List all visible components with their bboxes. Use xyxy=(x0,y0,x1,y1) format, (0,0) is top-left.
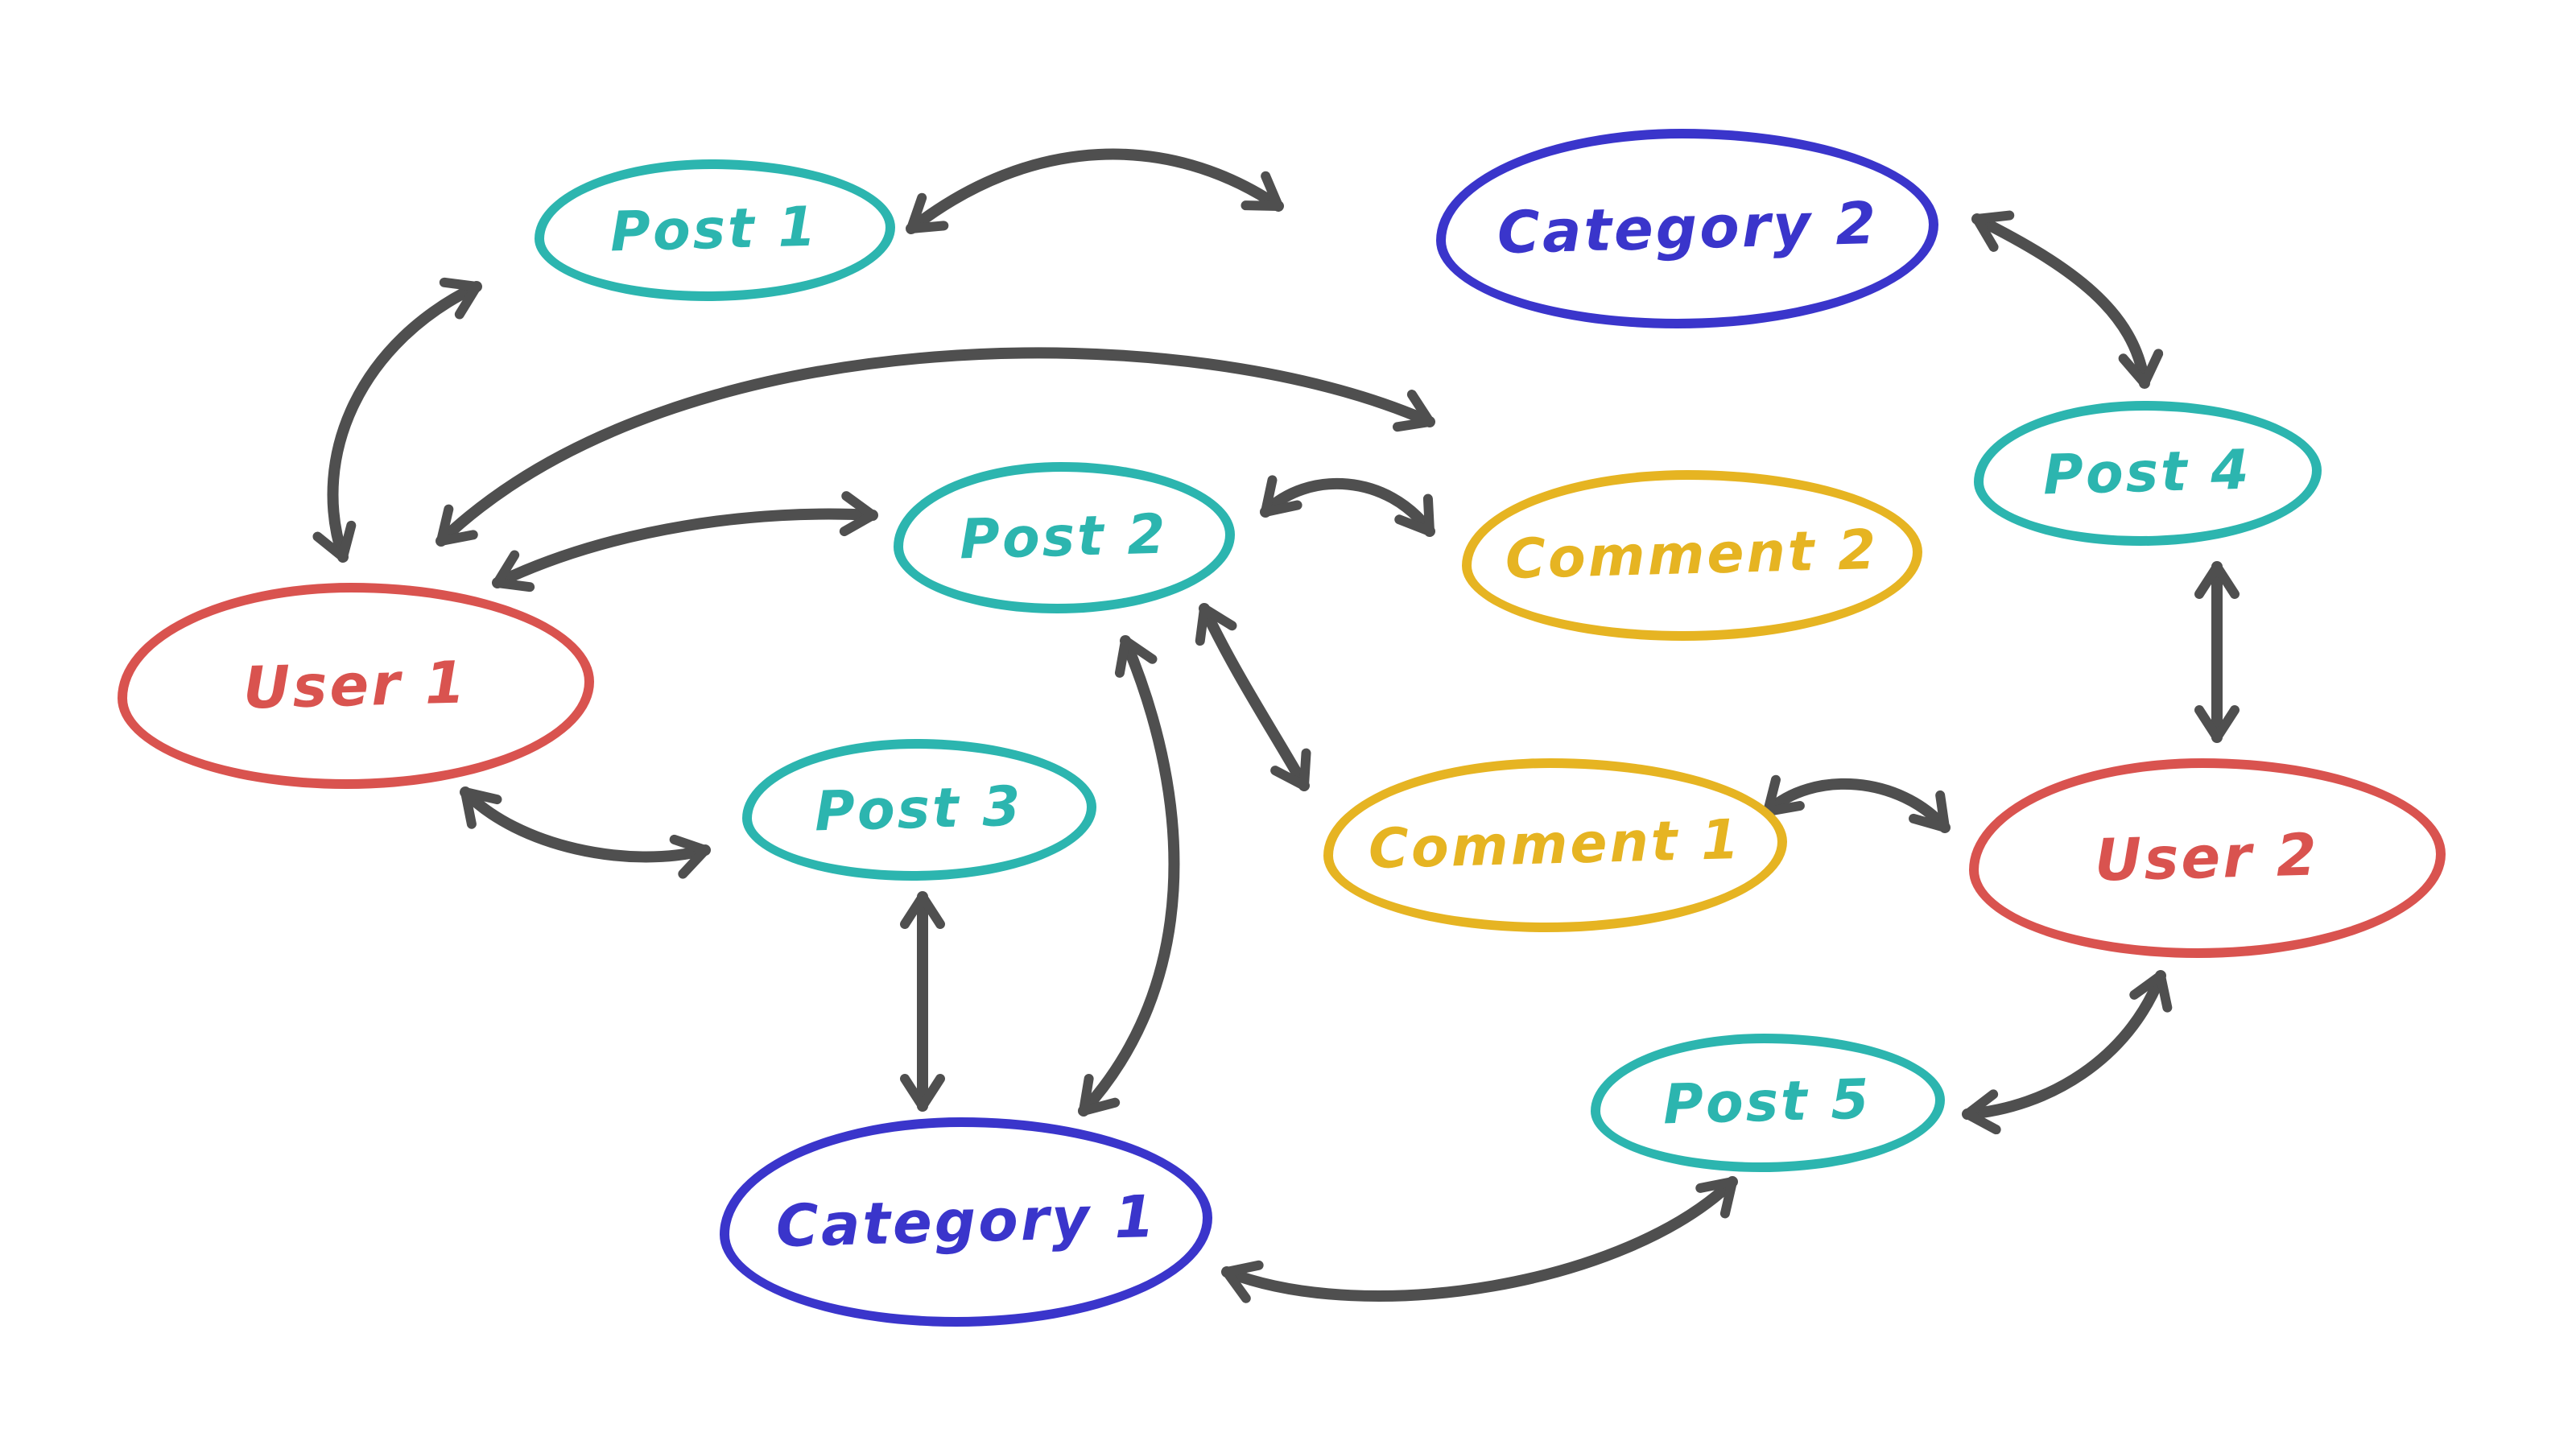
node-label: Comment 2 xyxy=(1505,518,1880,593)
edge-post2-comment2 xyxy=(1260,475,1435,537)
node-label: User 1 xyxy=(242,650,469,722)
node-label: Post 5 xyxy=(1662,1067,1873,1138)
node-label: Comment 1 xyxy=(1368,807,1743,883)
node-label: Category 2 xyxy=(1496,190,1879,267)
edge-category1-post5 xyxy=(1221,1176,1738,1303)
edge-post2-comment1 xyxy=(1195,603,1311,791)
node-label: Category 1 xyxy=(774,1183,1158,1261)
node-label: Post 4 xyxy=(2042,438,2253,509)
edge-category2-post4 xyxy=(1971,210,2164,389)
node-label: Post 1 xyxy=(609,195,820,266)
edge-post5-user2 xyxy=(1962,970,2173,1135)
edge-user1-post2 xyxy=(492,491,878,592)
edge-user1-comment2 xyxy=(436,347,1435,547)
edge-post2-category1 xyxy=(1078,635,1180,1117)
node-label: Post 2 xyxy=(959,502,1170,573)
edge-user1-post1 xyxy=(312,277,482,563)
node-label: Post 3 xyxy=(814,774,1025,845)
edge-comment1-user2 xyxy=(1762,774,1951,833)
edge-user1-post3 xyxy=(460,786,711,879)
node-label: User 2 xyxy=(2094,822,2321,894)
edge-post1-category2 xyxy=(906,148,1284,234)
